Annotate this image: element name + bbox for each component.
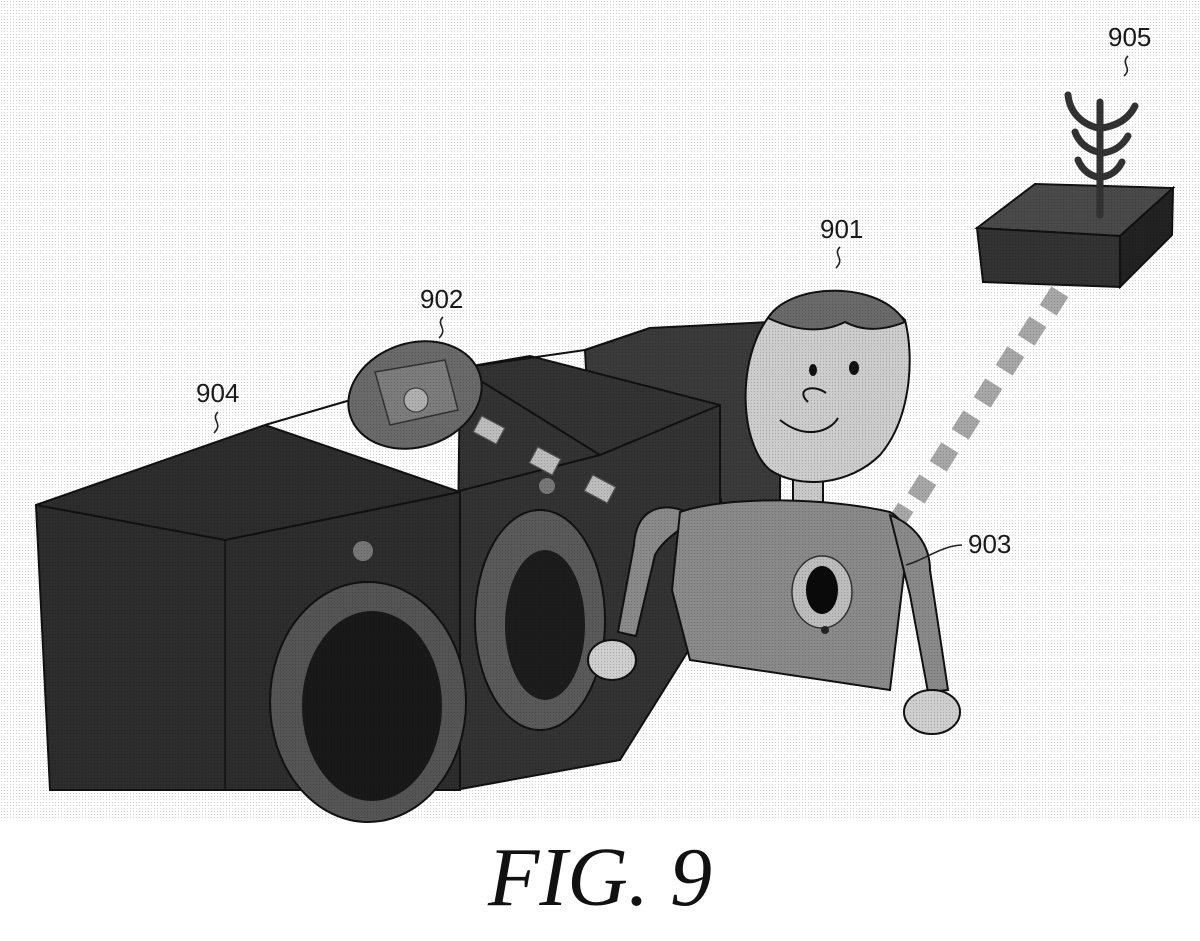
label-902: 902 [420, 284, 463, 314]
figure-caption: FIG. 9 [487, 831, 712, 924]
label-905: 905 [1108, 22, 1151, 52]
reference-labels: 905 901 902 904 903 [196, 22, 1151, 566]
leader-902 [438, 316, 444, 339]
label-904: 904 [196, 378, 239, 408]
leader-901 [835, 246, 841, 269]
label-901: 901 [820, 214, 863, 244]
leader-903 [905, 544, 963, 566]
stipple-texture [0, 0, 1200, 820]
leader-905 [1123, 55, 1129, 77]
label-903: 903 [968, 529, 1011, 559]
leader-904 [213, 411, 219, 434]
